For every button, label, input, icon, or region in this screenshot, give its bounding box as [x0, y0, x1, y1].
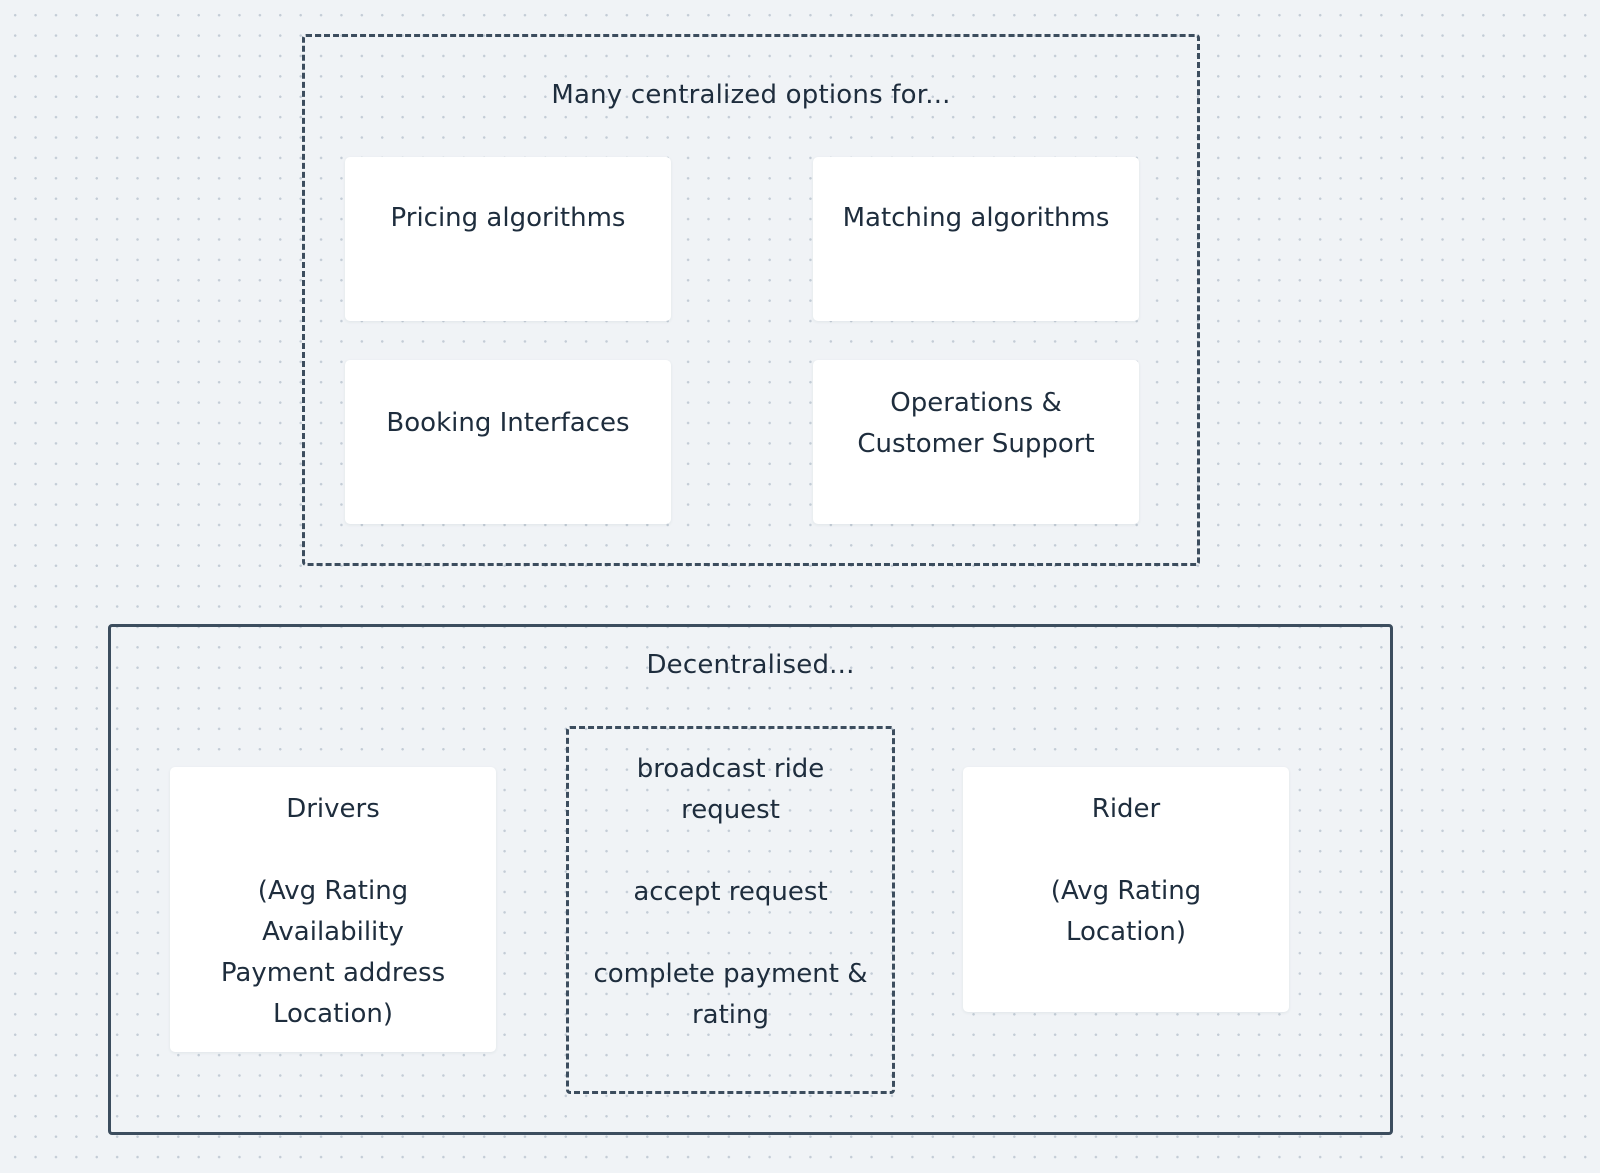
rider-title: Rider — [1091, 794, 1161, 824]
card-text: Booking Interfaces — [386, 408, 630, 438]
matching-algorithms-card[interactable]: Matching algorithms — [813, 157, 1139, 321]
flow-step-broadcast: request — [681, 795, 780, 825]
operations-support-card[interactable]: Operations & Customer Support — [813, 360, 1139, 524]
drivers-card[interactable]: Drivers (Avg Rating Availability Payment… — [170, 767, 496, 1052]
spacer — [569, 913, 892, 954]
drivers-detail: Location) — [272, 999, 394, 1029]
flow-step-broadcast: broadcast ride — [636, 754, 825, 784]
rider-card[interactable]: Rider (Avg Rating Location) — [963, 767, 1289, 1012]
drivers-detail: Payment address — [220, 958, 446, 988]
spacer — [182, 830, 484, 871]
spacer — [975, 830, 1277, 871]
drivers-title: Drivers — [286, 794, 380, 824]
flow-step-payment: complete payment & — [593, 959, 868, 989]
card-text-line-1: Operations & — [890, 388, 1062, 418]
rider-detail: (Avg Rating — [1050, 876, 1202, 906]
spacer — [569, 831, 892, 872]
ride-flow-group[interactable]: broadcast ride request accept request co… — [566, 726, 895, 1094]
drivers-detail: Availability — [262, 917, 404, 947]
decentralised-group[interactable]: Decentralised... — [108, 624, 1393, 1135]
rider-detail: Location) — [1065, 917, 1187, 947]
flow-step-accept: accept request — [633, 877, 828, 907]
pricing-algorithms-card[interactable]: Pricing algorithms — [345, 157, 671, 321]
card-text: Matching algorithms — [842, 203, 1110, 233]
booking-interfaces-card[interactable]: Booking Interfaces — [345, 360, 671, 524]
centralized-group-label: Many centralized options for... — [551, 80, 951, 110]
flow-step-payment: rating — [691, 1000, 770, 1030]
centralized-group[interactable]: Many centralized options for... — [302, 34, 1200, 566]
drivers-detail: (Avg Rating — [257, 876, 409, 906]
card-text: Pricing algorithms — [390, 203, 626, 233]
card-text-line-2: Customer Support — [857, 429, 1095, 459]
decentralised-group-label: Decentralised... — [646, 650, 855, 680]
